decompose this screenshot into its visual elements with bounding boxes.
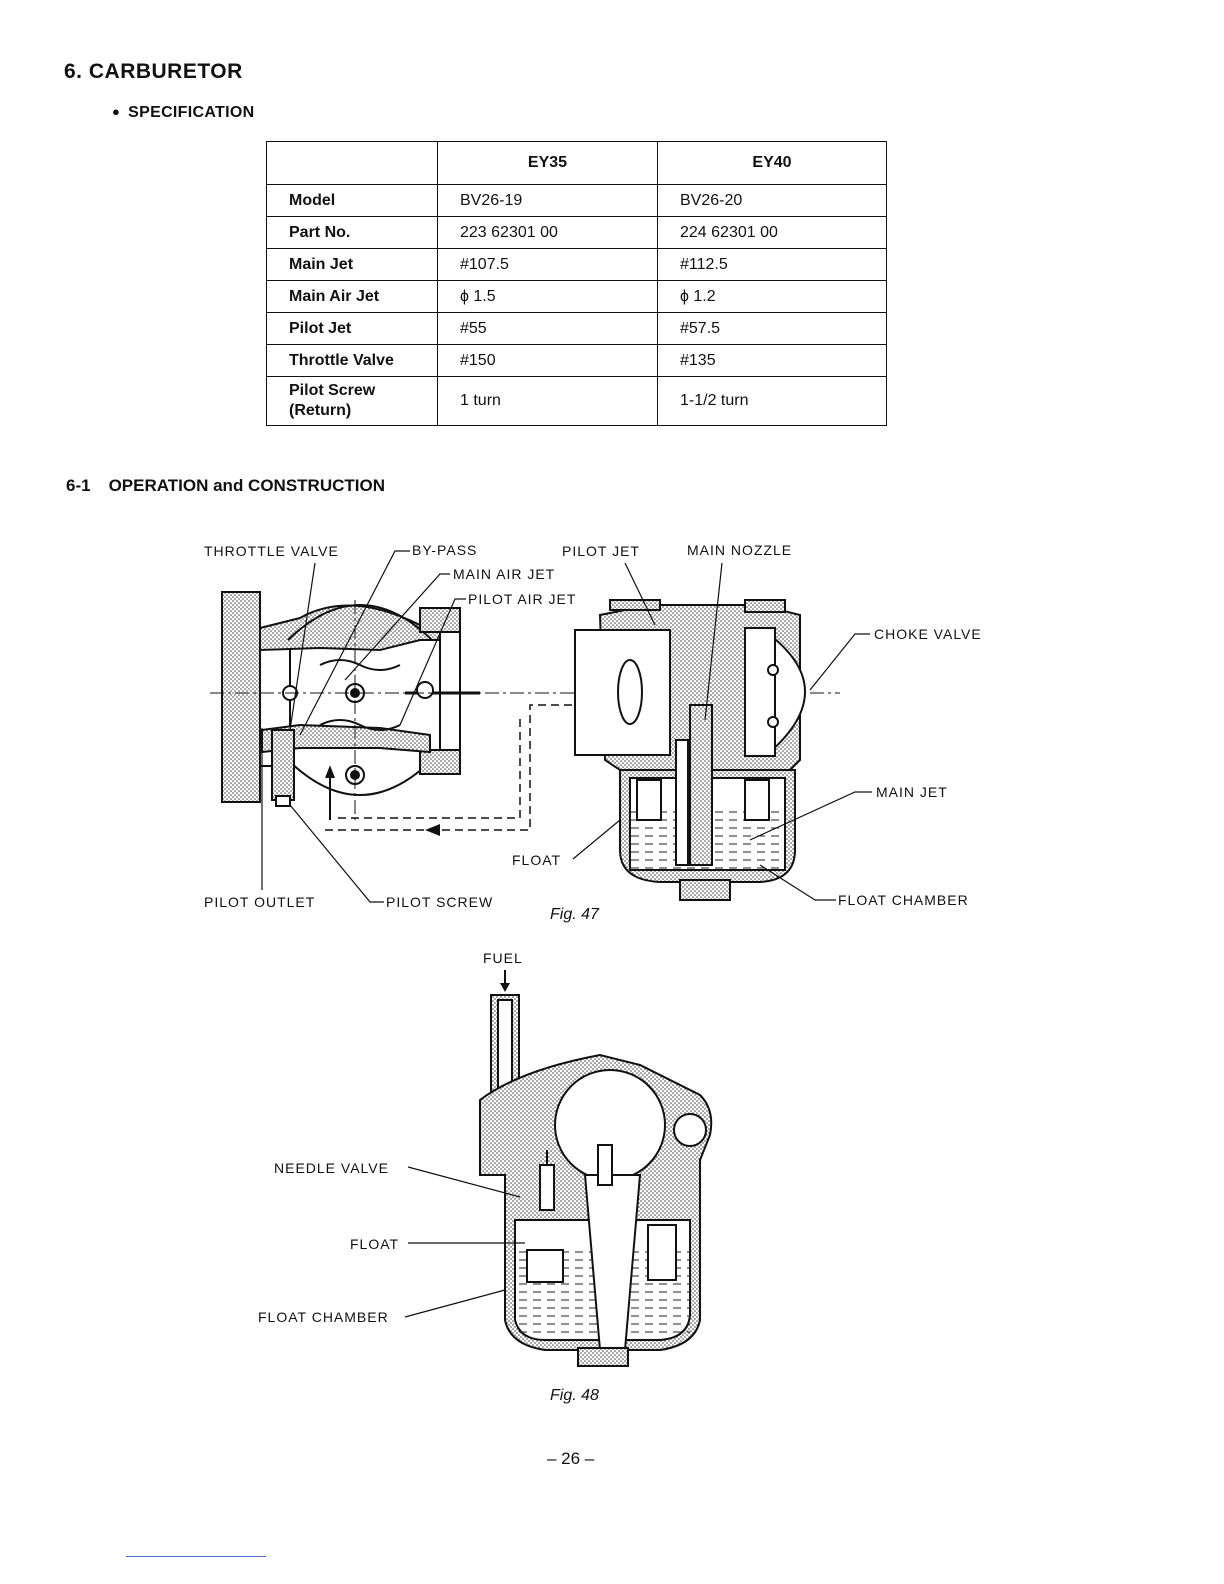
label-fuel: FUEL: [483, 950, 523, 966]
row-label: Pilot Jet: [266, 312, 438, 345]
section-title-text: CARBURETOR: [88, 60, 243, 83]
page-number: – 26 –: [547, 1449, 595, 1468]
cell-ey40: 1-1/2 turn: [657, 376, 887, 426]
section-title: 6. CARBURETOR: [64, 60, 243, 84]
label-main-air-jet: MAIN AIR JET: [453, 566, 556, 582]
cell-ey40: 224 62301 00: [657, 216, 887, 249]
label-main-jet: MAIN JET: [876, 784, 948, 800]
subsection-number: 6-1: [66, 476, 91, 495]
bullet-icon: ●: [112, 104, 121, 119]
spec-col-ey35: EY35: [437, 141, 658, 185]
table-row: Part No. 223 62301 00 224 62301 00: [266, 216, 887, 249]
row-label: Part No.: [266, 216, 438, 249]
table-row: Main Air Jet ϕ 1.5 ϕ 1.2: [266, 280, 887, 313]
fig48-caption: Fig. 48: [550, 1387, 599, 1404]
cell-ey40: #57.5: [657, 312, 887, 345]
cell-ey40: ϕ 1.2: [657, 280, 887, 313]
label-pilot-screw: PILOT SCREW: [386, 894, 494, 910]
spec-heading: ● SPECIFICATION: [112, 104, 254, 122]
flow-path-inner: [338, 715, 521, 819]
fig48-float-chamber: [479, 994, 713, 1367]
subsection-heading: 6-1 OPERATION and CONSTRUCTION: [66, 476, 385, 496]
label-float-48: FLOAT: [350, 1236, 400, 1252]
label-float: FLOAT: [512, 852, 562, 868]
row-label: Throttle Valve: [266, 344, 438, 377]
label-throttle-valve: THROTTLE VALVE: [204, 543, 339, 559]
row-label: Main Air Jet: [266, 280, 438, 313]
row-label: Pilot Screw (Return): [266, 376, 438, 426]
fig47-left-carburetor: [221, 591, 480, 820]
flow-arrow-icon: [425, 824, 440, 836]
label-float-chamber: FLOAT CHAMBER: [838, 892, 969, 908]
cell-ey35: #150: [437, 344, 658, 377]
section-number: 6.: [64, 60, 83, 83]
label-float-chamber-48: FLOAT CHAMBER: [258, 1309, 389, 1325]
fig47-caption: Fig. 47: [550, 906, 599, 923]
label-pilot-outlet: PILOT OUTLET: [204, 894, 316, 910]
table-row: Pilot Screw (Return) 1 turn 1-1/2 turn: [266, 376, 887, 426]
fig47-right-carburetor: [574, 599, 806, 901]
cell-ey35: ϕ 1.5: [437, 280, 658, 313]
cell-ey35: BV26-19: [437, 184, 658, 217]
label-pilot-jet: PILOT JET: [562, 543, 640, 559]
fuel-arrowhead-icon: [500, 983, 510, 992]
spec-heading-text: SPECIFICATION: [128, 104, 255, 121]
label-main-nozzle: MAIN NOZZLE: [687, 542, 793, 558]
cell-ey40: #112.5: [657, 248, 887, 281]
spec-table: EY35 EY40 Model BV26-19 BV26-20 Part No.…: [266, 141, 887, 426]
row-label: Model: [266, 184, 438, 217]
leader-lines: [261, 550, 872, 1318]
table-row: Pilot Jet #55 #57.5: [266, 312, 887, 345]
cell-ey35: 1 turn: [437, 376, 658, 426]
footer-rule: [126, 1556, 266, 1557]
table-row: Throttle Valve #150 #135: [266, 344, 887, 377]
label-pilot-air-jet: PILOT AIR JET: [468, 591, 577, 607]
table-row: Model BV26-19 BV26-20: [266, 184, 887, 217]
label-choke-valve: CHOKE VALVE: [874, 626, 982, 642]
label-needle-valve: NEEDLE VALVE: [274, 1160, 389, 1176]
cell-ey35: #107.5: [437, 248, 658, 281]
spec-table-header: EY35 EY40: [266, 141, 887, 185]
cell-ey40: BV26-20: [657, 184, 887, 217]
label-by-pass: BY-PASS: [412, 542, 478, 558]
subsection-title: OPERATION and CONSTRUCTION: [108, 476, 385, 495]
